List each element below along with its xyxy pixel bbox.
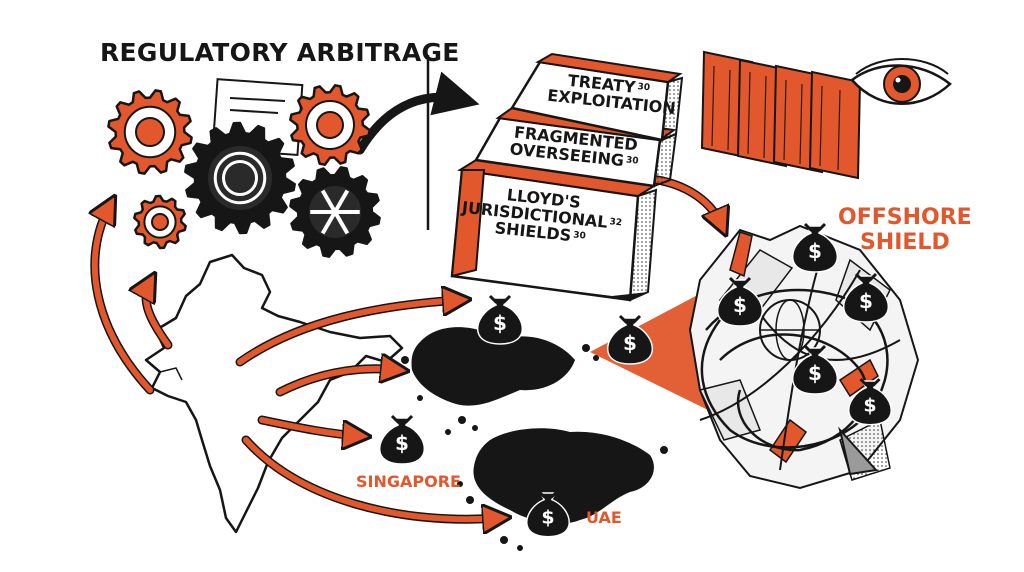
money-bag-icon: $	[606, 314, 654, 365]
offshore-shield-label: OFFSHORE SHIELD	[838, 205, 972, 255]
dollar-sign: $	[733, 293, 747, 317]
gear-hub	[206, 144, 274, 212]
money-bag-tie	[488, 294, 512, 304]
dollar-sign: $	[493, 311, 507, 335]
gear-hole	[316, 111, 344, 139]
money-bag-body	[842, 275, 890, 323]
dollar-sign: $	[859, 289, 873, 313]
footnote-number: 30	[636, 82, 651, 94]
arrow-icon	[355, 71, 480, 155]
footnote-number: 30	[572, 230, 587, 242]
money-bag-body	[378, 417, 426, 465]
panel-icon	[808, 70, 862, 180]
page-title: REGULATORY ARBITRAGE	[100, 38, 460, 67]
map-uae	[457, 428, 668, 551]
money-bag-body	[716, 279, 764, 327]
money-bag-body	[791, 347, 839, 395]
money-bag-icon: $	[842, 272, 890, 323]
money-bag-body	[526, 492, 570, 538]
money-bag-tie	[618, 314, 642, 324]
money-bag-tie	[859, 378, 881, 387]
gear-ring	[222, 160, 258, 196]
staircase	[450, 52, 684, 302]
gear-spoke	[320, 210, 337, 235]
dollar-sign: $	[395, 431, 409, 455]
money-bag-tie	[390, 414, 414, 424]
region-label-singapore: SINGAPORE	[356, 472, 461, 491]
money-bag-body	[476, 297, 524, 345]
gear-spoke	[333, 210, 350, 235]
region-label-uae: UAE	[586, 508, 622, 527]
surveillance-panels	[700, 50, 952, 180]
money-bag-tie	[803, 344, 827, 354]
money-bag-body	[791, 225, 839, 273]
dollar-sign: $	[541, 506, 554, 528]
gear-spoke	[320, 189, 337, 214]
gear-ring	[213, 151, 267, 205]
money-bag-icon: $	[476, 294, 524, 345]
dollar-sign: $	[808, 361, 822, 385]
dollar-sign: $	[808, 239, 822, 263]
money-bag-icon: $	[378, 414, 426, 465]
offshore-line: OFFSHORE	[838, 205, 972, 230]
money-bag-tie	[854, 272, 878, 282]
money-bags: $ $ $ $ $ $ $ $ $	[378, 222, 892, 538]
money-bag-tie	[728, 276, 752, 286]
dollar-sign: $	[623, 331, 637, 355]
money-bag-icon: $	[716, 276, 764, 327]
money-bag-tie	[537, 490, 559, 499]
money-bag-icon: $	[526, 490, 570, 538]
money-bag-body	[848, 380, 892, 426]
money-bag-icon: $	[791, 222, 839, 273]
gears	[107, 84, 381, 258]
money-bag-icon: $	[848, 378, 892, 426]
gear-hole	[151, 213, 169, 231]
gear-spoke	[333, 189, 350, 214]
offshore-line: SHIELD	[859, 230, 950, 255]
footnote-number: 32	[608, 217, 623, 229]
money-bag-tie	[803, 222, 827, 232]
gear-hole	[135, 117, 165, 147]
footnote-number: 30	[625, 155, 639, 167]
dollar-sign: $	[863, 394, 876, 416]
money-bag-body	[606, 317, 654, 365]
money-bag-icon: $	[791, 344, 839, 395]
flow-arrows	[95, 173, 722, 519]
